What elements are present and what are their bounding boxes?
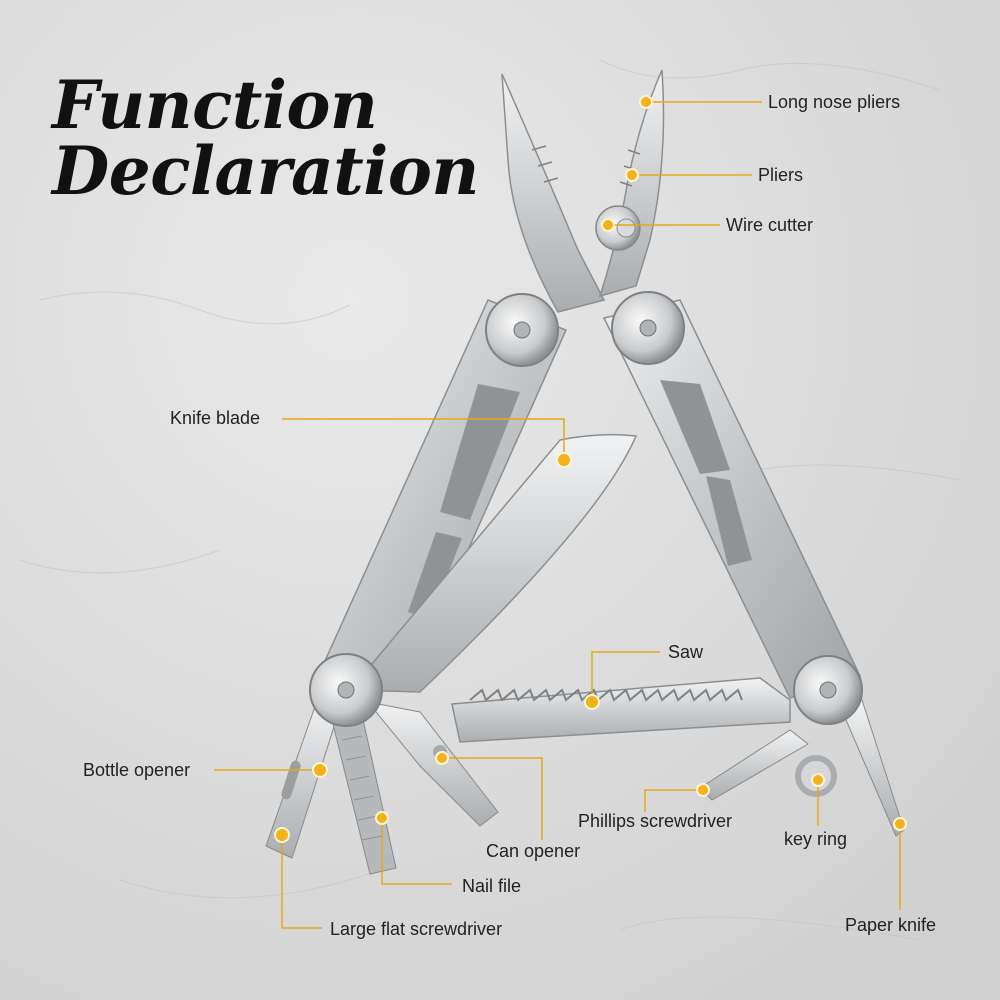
- dot-can-opener: [435, 751, 449, 765]
- callout-dots: [274, 95, 907, 843]
- label-key-ring: key ring: [784, 829, 848, 849]
- key-ring-tool: [795, 755, 837, 797]
- right-handle-cutout-2: [706, 476, 752, 566]
- nail-file-texture: [341, 735, 383, 841]
- dot-key-ring: [811, 773, 825, 787]
- right-handle-cutout-1: [660, 380, 730, 474]
- label-nail-file: Nail file: [462, 876, 522, 896]
- leader-phillips-screwdriver: [644, 789, 703, 812]
- title-line-1: Function: [52, 66, 378, 144]
- pliers-serrations: [531, 145, 641, 187]
- dot-knife-blade: [556, 452, 572, 468]
- leader-knife-blade: [282, 418, 565, 460]
- dot-bottle-opener: [312, 762, 328, 778]
- left-handle-cutout-1: [440, 384, 520, 520]
- saw-tool: [451, 677, 791, 743]
- leader-nail-file: [381, 818, 452, 885]
- label-saw: Saw: [668, 642, 704, 662]
- dot-phillips-screwdriver: [696, 783, 710, 797]
- label-phillips-screwdriver: Phillips screwdriver: [578, 811, 733, 831]
- label-pliers: Pliers: [758, 165, 804, 185]
- dot-pliers: [625, 168, 639, 182]
- dot-long-nose-pliers: [639, 95, 653, 109]
- left-handle-cutout-2: [408, 532, 462, 620]
- saw-teeth: [469, 688, 743, 702]
- dot-nail-file: [375, 811, 389, 825]
- pliers-left-jaw: [501, 73, 606, 313]
- label-long-nose-pliers: Long nose pliers: [768, 92, 901, 112]
- label-paper-knife: Paper knife: [845, 915, 937, 935]
- leader-large-flat-screwdriver: [281, 835, 322, 929]
- can-opener-tool: [366, 701, 499, 827]
- dot-paper-knife: [893, 817, 907, 831]
- label-can-opener: Can opener: [486, 841, 581, 861]
- callout-leaders: [214, 101, 901, 929]
- label-large-flat-screwdriver: Large flat screwdriver: [330, 919, 503, 939]
- title-line-2: Declaration: [52, 132, 479, 210]
- label-wire-cutter: Wire cutter: [726, 215, 814, 235]
- dot-wire-cutter: [601, 218, 615, 232]
- label-knife-blade: Knife blade: [170, 408, 261, 428]
- handle-rivets: [309, 291, 863, 727]
- leader-saw: [591, 651, 660, 702]
- knife-blade-tool: [348, 433, 638, 693]
- label-bottle-opener: Bottle opener: [83, 760, 191, 780]
- dot-large-flat-screwdriver: [274, 827, 290, 843]
- pliers-pivot-center: [616, 218, 636, 238]
- dot-saw: [584, 694, 600, 710]
- leader-can-opener: [442, 757, 543, 840]
- pliers-right-jaw: [598, 69, 665, 298]
- phillips-screwdriver-tool: [699, 729, 809, 801]
